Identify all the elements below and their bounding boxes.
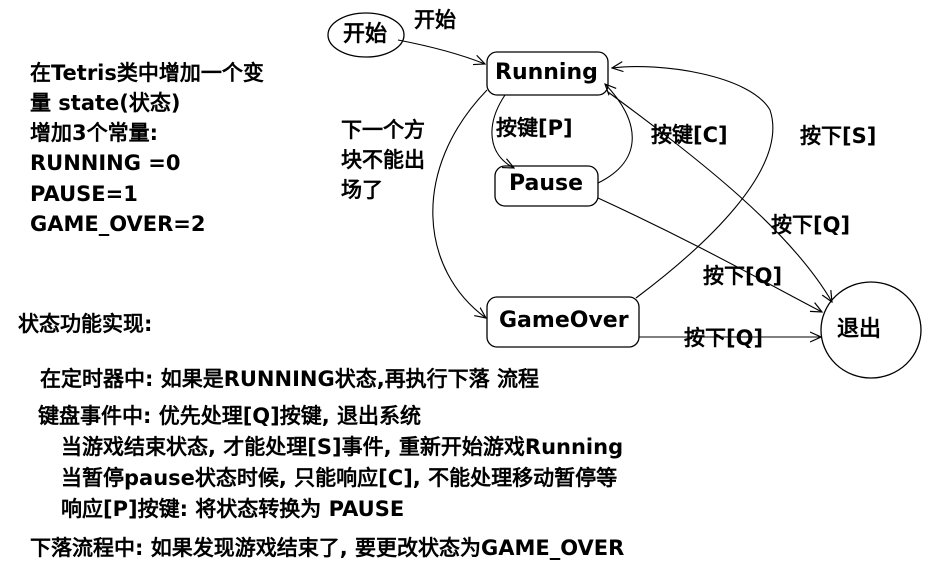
note-line: PAUSE=1	[30, 182, 138, 206]
note-line: 量 state(状态)	[30, 91, 181, 115]
running-state-node	[486, 51, 609, 96]
note-line: 增加3个常量:	[30, 121, 159, 145]
implementation-line: 当游戏结束状态, 才能处理[S]事件, 重新开始游戏Running	[61, 435, 624, 459]
implementation-line: 当暂停pause状态时候, 只能响应[C], 不能处理移动暂停等	[61, 466, 618, 490]
start-state-label: 开始	[343, 22, 388, 47]
pause-state-node	[494, 165, 599, 207]
note-line: 在Tetris类中增加一个变	[30, 61, 264, 85]
edge-label-pause-key: 按键[P]	[496, 116, 573, 140]
exit-state-node	[820, 281, 922, 379]
arrow-start-to-running	[397, 39, 485, 64]
running-state-label: Running	[495, 60, 598, 85]
implementation-line: 响应[P]按键: 将状态转换为 PAUSE	[61, 497, 405, 521]
implementation-line: 在定时器中: 如果是RUNNING状态,再执行下落 流程	[40, 367, 539, 391]
gameover-state-label: GameOver	[499, 308, 629, 333]
arrow-running-to-exit	[607, 91, 832, 302]
edge-label-quit-from-running: 按下[Q]	[771, 213, 851, 237]
edge-label-start: 开始	[414, 8, 456, 32]
edge-label-restart-key: 按下[S]	[800, 124, 877, 148]
arrow-running-to-pause	[491, 94, 514, 168]
implementation-line: 下落流程中: 如果发现游戏结束了, 要更改状态为GAME_OVER	[30, 536, 625, 560]
gameover-state-node	[486, 296, 640, 348]
exit-state-label: 退出	[837, 317, 882, 342]
start-state-node	[327, 12, 405, 58]
edge-label-block-cannot-spawn-1: 下一个方	[341, 118, 425, 142]
arrow-pause-to-running	[597, 84, 633, 184]
edge-label-quit-from-gameover: 按下[Q]	[684, 326, 764, 350]
implementation-title: 状态功能实现:	[18, 312, 153, 336]
edge-label-quit-from-pause: 按下[Q]	[703, 264, 783, 288]
edge-label-block-cannot-spawn-3: 场了	[341, 178, 383, 202]
arrow-running-to-gameover	[432, 89, 488, 318]
arrow-pause-to-exit	[597, 197, 822, 312]
implementation-line: 键盘事件中: 优先处理[Q]按键, 退出系统	[38, 404, 422, 428]
note-line: RUNNING =0	[30, 151, 181, 175]
edge-label-continue-key: 按键[C]	[651, 123, 728, 147]
edge-label-block-cannot-spawn-2: 块不能出	[341, 148, 425, 172]
pause-state-label: Pause	[509, 171, 584, 196]
arrow-gameover-to-running	[612, 67, 774, 299]
note-line: GAME_OVER=2	[30, 212, 206, 236]
